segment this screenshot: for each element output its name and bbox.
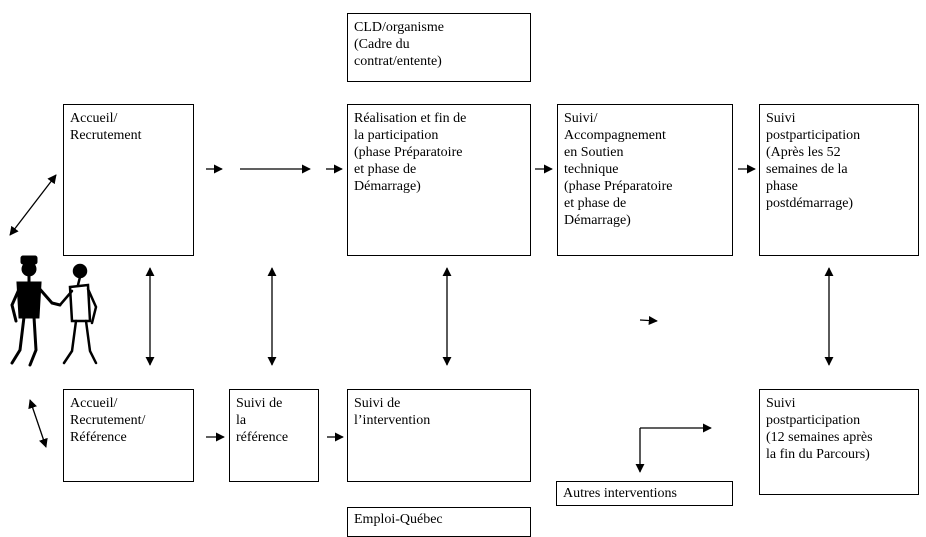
box-autres-interventions: Autres interventions xyxy=(556,481,733,506)
arrow-figure-to-accueil-reference xyxy=(28,399,48,448)
box-suivi-reference: Suivi de la référence xyxy=(229,389,319,482)
box-suivi-intervention: Suivi de l’intervention xyxy=(347,389,531,482)
box-realisation-participation: Réalisation et fin de la participation (… xyxy=(347,104,531,256)
handshake-figures-icon xyxy=(10,255,98,367)
arrow-figure-to-accueil xyxy=(9,174,57,236)
box-suivi-accompagnement: Suivi/ Accompagnement en Soutien techniq… xyxy=(557,104,733,256)
box-cld-organisme: CLD/organisme (Cadre du contrat/entente) xyxy=(347,13,531,82)
box-suivi-postparticipation-52: Suivi postparticipation (Après les 52 se… xyxy=(759,104,919,256)
connector-arrows xyxy=(9,164,834,473)
box-accueil-recrutement-reference: Accueil/ Recrutement/ Référence xyxy=(63,389,194,482)
arrow-small-middle xyxy=(639,315,658,326)
box-suivi-postparticipation-12: Suivi postparticipation (12 semaines apr… xyxy=(759,389,919,495)
box-accueil-recrutement: Accueil/ Recrutement xyxy=(63,104,194,256)
